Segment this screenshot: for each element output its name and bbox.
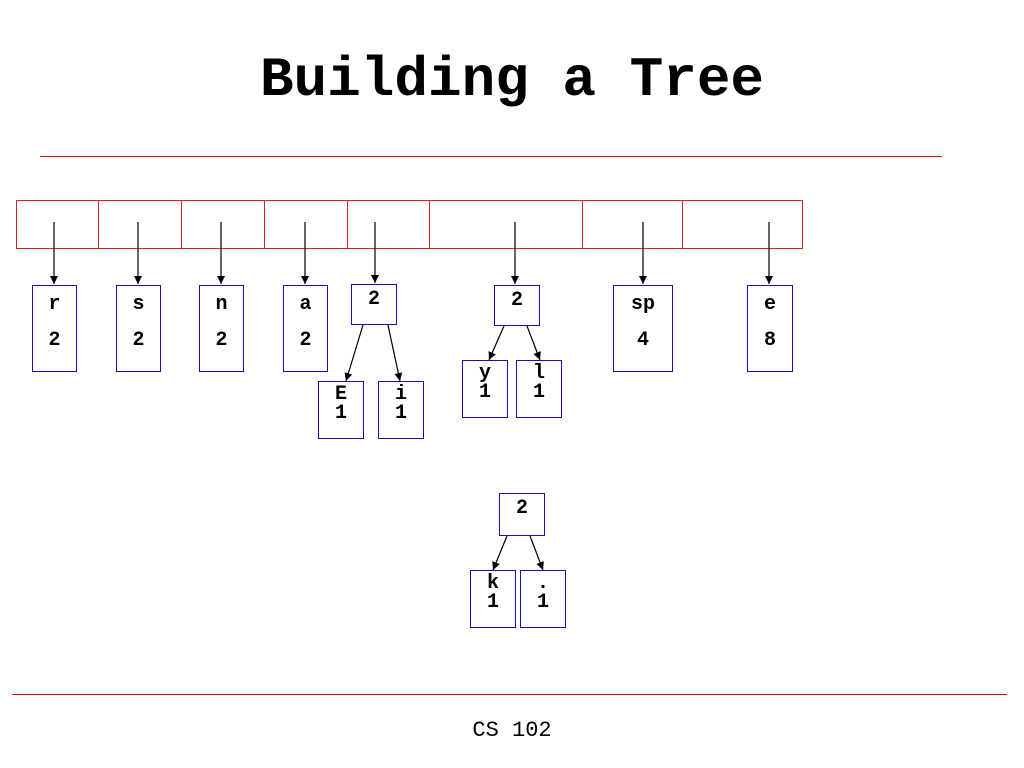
node-count: 2 bbox=[48, 329, 61, 352]
edge-2-to-dot bbox=[529, 535, 544, 571]
footer-divider bbox=[12, 694, 1007, 695]
leaf-node-dot: . 1 bbox=[520, 570, 566, 628]
node-weight: 2 bbox=[515, 497, 528, 520]
queue-slot-8 bbox=[682, 200, 803, 249]
node-char: s bbox=[132, 293, 145, 316]
leaf-node-r: r 2 bbox=[32, 285, 77, 372]
title-divider bbox=[40, 156, 942, 157]
slide-title: Building a Tree bbox=[259, 48, 765, 112]
leaf-node-y: y 1 bbox=[462, 360, 508, 418]
leaf-node-n: n 2 bbox=[199, 285, 244, 372]
leaf-node-a: a 2 bbox=[283, 285, 328, 372]
node-weight: 2 bbox=[510, 289, 523, 312]
edge-2-to-l bbox=[526, 325, 541, 361]
node-char: n bbox=[215, 293, 228, 316]
leaf-node-E: E 1 bbox=[318, 381, 364, 439]
internal-node-k-dot: 2 bbox=[499, 493, 545, 536]
slide-footer: CS 102 bbox=[472, 718, 552, 743]
node-count: 2 bbox=[215, 329, 228, 352]
node-count: 4 bbox=[636, 329, 649, 352]
leaf-node-sp: sp 4 bbox=[613, 285, 673, 372]
node-count: 8 bbox=[763, 329, 776, 352]
internal-node-yl: 2 bbox=[494, 285, 540, 326]
node-count: 1 bbox=[536, 591, 549, 614]
node-char: . bbox=[536, 572, 549, 595]
node-char: i bbox=[394, 383, 407, 406]
leaf-node-i: i 1 bbox=[378, 381, 424, 439]
edge-2-to-E bbox=[344, 324, 364, 382]
leaf-node-e: e 8 bbox=[747, 285, 793, 372]
node-count: 1 bbox=[394, 402, 407, 425]
leaf-node-s: s 2 bbox=[116, 285, 161, 372]
leaf-node-l: l 1 bbox=[516, 360, 562, 418]
node-char: sp bbox=[630, 293, 655, 316]
node-count: 1 bbox=[532, 381, 545, 404]
node-count: 1 bbox=[486, 591, 499, 614]
node-char: a bbox=[299, 293, 312, 316]
node-char: E bbox=[334, 383, 347, 406]
node-char: y bbox=[478, 362, 491, 385]
node-weight: 2 bbox=[367, 288, 380, 311]
internal-node-Ei: 2 bbox=[351, 284, 397, 325]
edge-2-to-k bbox=[492, 535, 508, 571]
leaf-node-k: k 1 bbox=[470, 570, 516, 628]
edge-2-to-i bbox=[387, 324, 403, 382]
node-char: r bbox=[48, 293, 61, 316]
node-count: 1 bbox=[334, 402, 347, 425]
edge-2-to-y bbox=[488, 325, 505, 361]
node-char: e bbox=[763, 293, 776, 316]
node-count: 1 bbox=[478, 381, 491, 404]
node-count: 2 bbox=[299, 329, 312, 352]
node-char: l bbox=[532, 362, 545, 385]
node-char: k bbox=[486, 572, 499, 595]
node-count: 2 bbox=[132, 329, 145, 352]
